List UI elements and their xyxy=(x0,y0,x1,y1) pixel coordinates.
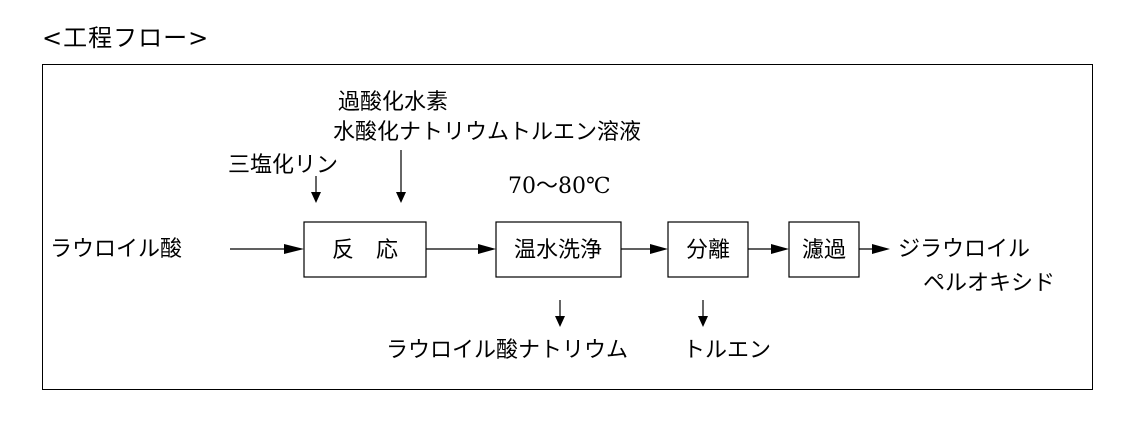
pcl3-down-arrow xyxy=(311,176,321,203)
reagent-label-hydrogen-peroxide: 過酸化水素 xyxy=(338,90,448,115)
step-label-reaction: 反 応 xyxy=(332,238,398,263)
temperature-condition: 70～80℃ xyxy=(508,174,611,199)
step-label-warm-water-wash: 温水洗浄 xyxy=(514,238,602,263)
step-box-filtration xyxy=(788,221,860,278)
reagent-down-arrow xyxy=(396,150,406,203)
reagent-label-naoh-toluene: 水酸化ナトリウムトルエン溶液 xyxy=(333,120,641,145)
diagram-title: <工程フロー> xyxy=(42,24,210,52)
byproduct-label-sodium-laurate: ラウロイル酸ナトリウム xyxy=(386,338,628,363)
step-box-reaction xyxy=(303,221,427,278)
step-box-warm-water-wash xyxy=(495,221,622,278)
step-label-separation: 分離 xyxy=(686,238,730,263)
product-label-line1: ジラウロイル xyxy=(898,237,1030,262)
arrow-reaction-to-wash xyxy=(426,244,496,254)
arrow-wash-to-separation xyxy=(621,244,668,254)
step-label-filtration: 濾過 xyxy=(802,238,846,263)
input-label-lauric-acid: ラウロイル酸 xyxy=(50,237,182,262)
arrow-separation-to-filtration xyxy=(748,244,789,254)
wash-byproduct-down-arrow xyxy=(555,300,565,327)
arrow-raw-to-reaction xyxy=(230,244,304,254)
input-label-pcl3: 三塩化リン xyxy=(228,153,338,178)
product-label-line2: ペルオキシド xyxy=(923,271,1055,296)
separation-byproduct-down-arrow xyxy=(698,300,708,327)
arrow-filtration-to-product xyxy=(859,244,890,254)
diagram-frame xyxy=(42,64,1093,390)
byproduct-label-toluene: トルエン xyxy=(683,338,771,363)
